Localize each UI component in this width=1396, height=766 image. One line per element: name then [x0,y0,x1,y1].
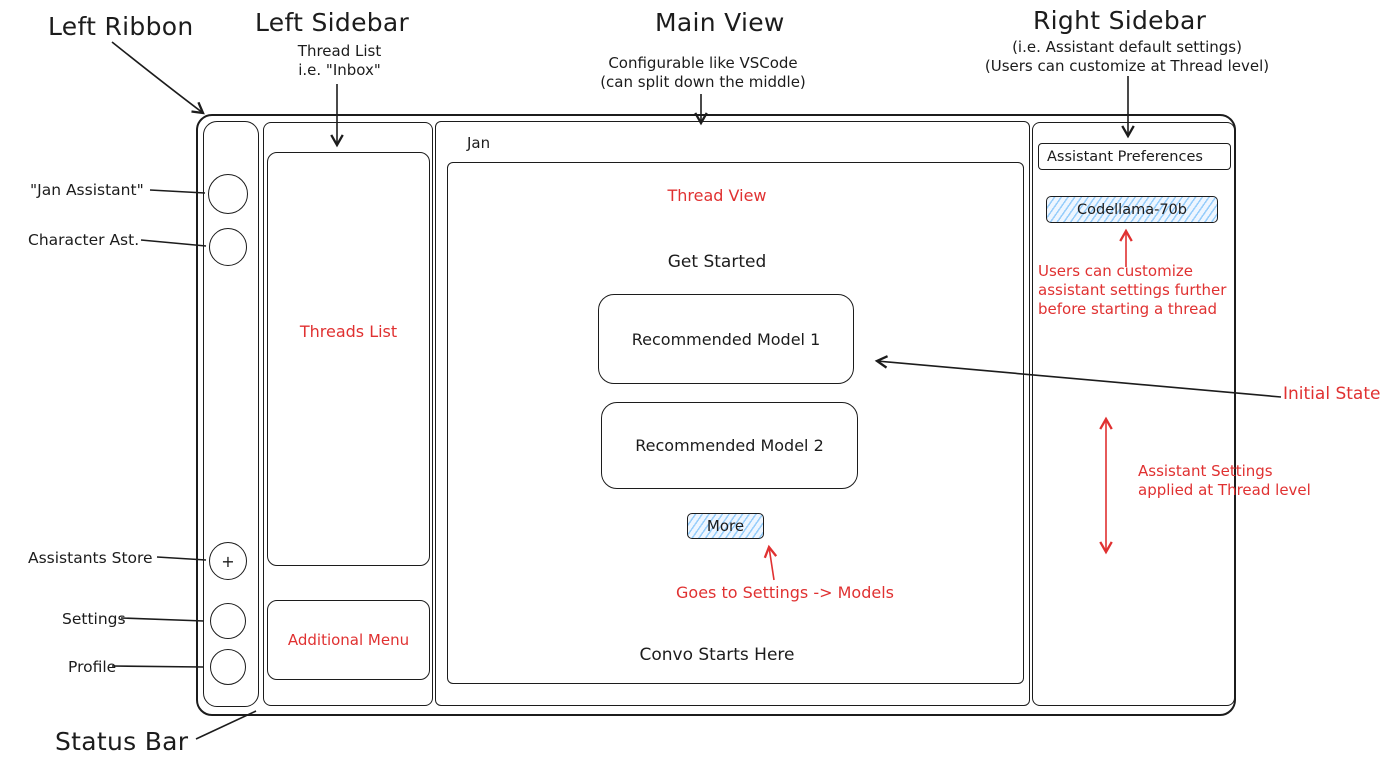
line-profile [111,665,204,668]
callout-status-bar: Status Bar [55,727,189,756]
more-button[interactable]: More [687,513,764,539]
settings-button[interactable] [210,603,246,639]
goes-to-settings-note: Goes to Settings -> Models [676,583,894,602]
callout-character-ast: Character Ast. [28,231,140,249]
threads-list-panel[interactable] [267,152,430,566]
arrow-left-ribbon [111,41,205,115]
callout-left-sidebar: Left Sidebar [255,8,410,37]
recommended-model-1-label: Recommended Model 1 [631,329,821,349]
thread-view-label: Thread View [667,186,767,205]
recommended-model-1-card[interactable]: Recommended Model 1 [598,294,854,384]
callout-left-ribbon: Left Ribbon [48,12,194,41]
callout-main-view-note: Configurable like VSCode (can split down… [600,54,806,92]
additional-menu-label: Additional Menu [287,631,410,649]
callout-assistants-store: Assistants Store [28,549,153,567]
jan-assistant-avatar[interactable] [208,174,248,214]
app-title: Jan [467,134,491,152]
codellama-model-button[interactable]: Codellama-70b [1046,196,1218,223]
recommended-model-2-label: Recommended Model 2 [635,436,824,455]
callout-right-sidebar-note: (i.e. Assistant default settings) (Users… [984,38,1270,76]
callout-profile: Profile [68,658,117,676]
recommended-model-2-card[interactable]: Recommended Model 2 [601,402,858,489]
applied-at-thread-note: Assistant Settings applied at Thread lev… [1138,462,1311,500]
codellama-model-label: Codellama-70b [1077,201,1187,218]
callout-initial-state: Initial State [1283,384,1381,404]
more-button-label: More [706,517,745,535]
customize-settings-note: Users can customize assistant settings f… [1038,262,1227,319]
assistant-preferences-header: Assistant Preferences [1038,143,1231,170]
assistants-store-button[interactable]: + [209,542,247,580]
profile-button[interactable] [210,649,246,685]
callout-settings: Settings [62,610,126,628]
threads-list-label: Threads List [299,322,398,341]
callout-jan-assistant: "Jan Assistant" [30,181,144,199]
character-assistant-avatar[interactable] [209,228,247,266]
plus-icon: + [221,551,235,571]
callout-left-sidebar-note: Thread List i.e. "Inbox" [297,42,382,80]
callout-main-view: Main View [655,8,785,37]
assistant-preferences-label: Assistant Preferences [1047,148,1203,165]
get-started-label: Get Started [667,252,767,272]
line-settings [120,617,205,622]
callout-right-sidebar: Right Sidebar [1033,6,1207,35]
additional-menu-panel[interactable]: Additional Menu [267,600,430,680]
convo-starts-here-label: Convo Starts Here [639,645,795,665]
